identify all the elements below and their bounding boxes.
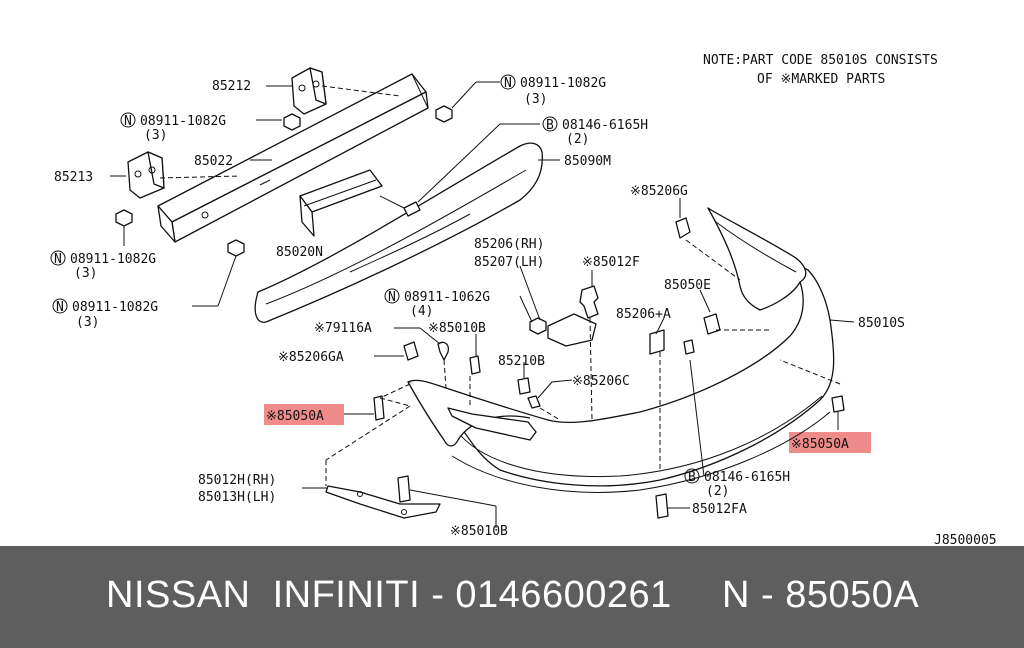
n-symbol <box>384 288 400 304</box>
reinforcement-beam <box>157 73 429 243</box>
label-85012f: ※85012F <box>582 255 640 270</box>
n-symbol <box>120 112 136 128</box>
footer-bar: NISSAN INFINITI - 0146600261 N - 85050A <box>0 546 1024 648</box>
label-qty: (3) <box>144 128 167 143</box>
footer-brand-partnumber: NISSAN INFINITI - 0146600261 <box>106 574 672 616</box>
highlight-right <box>789 432 871 453</box>
bumper-fascia <box>407 207 835 493</box>
label-85206g: ※85206G <box>630 184 688 199</box>
svg-text:N: N <box>124 114 132 129</box>
highlight-left <box>264 404 344 425</box>
label-85010b: ※85010B <box>450 524 508 539</box>
label-85212: 85212 <box>212 79 251 94</box>
label-85210b: 85210B <box>498 354 545 369</box>
label-85213: 85213 <box>54 170 93 185</box>
label-85010b: ※85010B <box>428 321 486 336</box>
label-79116a: ※79116A <box>314 321 372 336</box>
label-qty: (3) <box>524 92 547 107</box>
label-nut: 08911-1082G <box>140 114 226 129</box>
assembly-lines <box>159 85 841 486</box>
label-qty: (4) <box>410 304 433 319</box>
leader-lines <box>110 81 855 528</box>
note-line-2: OF ※MARKED PARTS <box>757 72 885 87</box>
label-85013h-lh: 85013H(LH) <box>198 490 276 505</box>
parts-diagram: NOTE:PART CODE 85010S CONSISTS OF ※MARKE… <box>50 53 997 548</box>
label-qty: (3) <box>76 315 99 330</box>
bracket-85213 <box>127 151 165 199</box>
svg-text:N: N <box>56 300 64 315</box>
label-qty: (3) <box>74 266 97 281</box>
energy-absorber <box>254 142 544 323</box>
label-bolt: 08146-6165H <box>704 470 790 485</box>
label-qty: (2) <box>566 132 589 147</box>
label-85207-lh: 85207(LH) <box>474 255 544 270</box>
svg-text:N: N <box>388 290 396 305</box>
bracket-85212 <box>291 67 327 115</box>
label-85050a-right: ※85050A <box>791 437 849 452</box>
label-nut: 08911-1082G <box>70 252 156 267</box>
part-labels: 85212 08911-1082G (3) 08911-1082G (3) 08… <box>54 76 997 548</box>
label-nut: 08911-1082G <box>72 300 158 315</box>
label-85012fa: 85012FA <box>692 502 747 517</box>
bumper-exploded-view: NOTE:PART CODE 85010S CONSISTS OF ※MARKE… <box>50 53 997 548</box>
label-85022: 85022 <box>194 154 233 169</box>
label-85206c: ※85206C <box>572 374 630 389</box>
n-symbol <box>52 298 68 314</box>
note-line-1: NOTE:PART CODE 85010S CONSISTS <box>703 53 938 68</box>
bottom-panel <box>325 485 441 519</box>
svg-text:N: N <box>504 76 512 91</box>
b-symbol <box>684 468 700 484</box>
label-qty: (2) <box>706 484 729 499</box>
label-85206-rh: 85206(RH) <box>474 237 544 252</box>
svg-text:N: N <box>54 252 62 267</box>
label-85090m: 85090M <box>564 154 611 169</box>
footer-part-code: N - 85050A <box>722 574 920 616</box>
svg-text:B: B <box>688 470 696 485</box>
label-85010s: 85010S <box>858 316 905 331</box>
label-85206ga: ※85206GA <box>278 350 344 365</box>
label-85206-plus-a: 85206+A <box>616 307 671 322</box>
bracket-85020n <box>299 169 383 237</box>
label-85012h-rh: 85012H(RH) <box>198 473 276 488</box>
label-bolt: 08146-6165H <box>562 118 648 133</box>
label-85020n: 85020N <box>276 245 323 260</box>
svg-text:B: B <box>546 118 554 133</box>
reference-code: J8500005 <box>934 533 997 546</box>
b-symbol <box>542 116 558 132</box>
label-85050a-left: ※85050A <box>266 409 324 424</box>
n-symbol <box>500 74 516 90</box>
symbols: N N B N N N B <box>50 74 700 485</box>
label-85050e: 85050E <box>664 278 711 293</box>
fasteners <box>115 105 845 519</box>
label-nut: 08911-1082G <box>520 76 606 91</box>
n-symbol <box>50 250 66 266</box>
label-nut: 08911-1062G <box>404 290 490 305</box>
